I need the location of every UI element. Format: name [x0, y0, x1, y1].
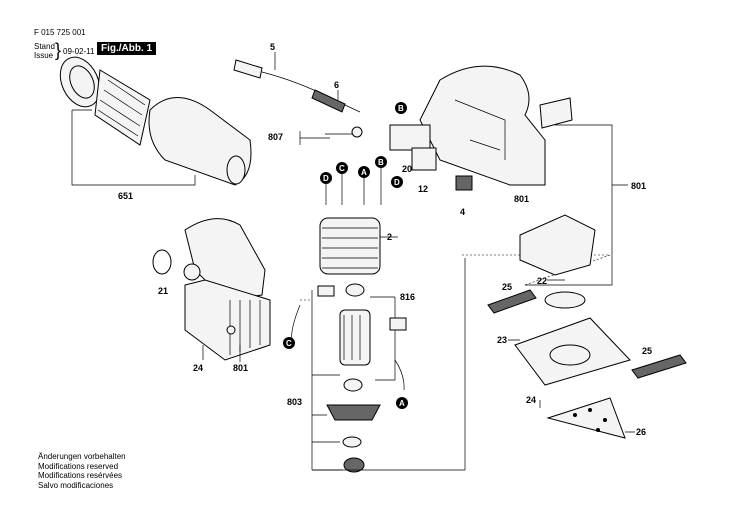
- modification-notes: Änderungen vorbehalten Modifications res…: [38, 452, 126, 490]
- field-coil: [319, 217, 381, 275]
- marker-d-left: D: [320, 172, 332, 184]
- part-number: F 015 725 001: [34, 28, 86, 37]
- callout-24-right: 24: [526, 395, 536, 405]
- brace: }: [55, 40, 62, 60]
- screws: [325, 168, 382, 205]
- callout-22: 22: [537, 276, 547, 286]
- callout-24-left: 24: [193, 363, 203, 373]
- svg-text:B: B: [378, 158, 384, 167]
- callout-20: 20: [402, 164, 412, 174]
- filter-cartridge: [94, 69, 151, 146]
- callout-816: 816: [400, 292, 415, 302]
- washer: [544, 291, 586, 309]
- note-es: Salvo modificaciones: [38, 480, 114, 490]
- callout-2: 2: [387, 232, 392, 242]
- svg-text:C: C: [286, 339, 292, 348]
- base-plate: [514, 317, 631, 386]
- stand-label: Stand: [34, 42, 55, 51]
- marker-c-bottom: C: [283, 337, 295, 349]
- o-ring: [152, 249, 172, 275]
- callout-23: 23: [497, 335, 507, 345]
- marker-a-bottom: A: [396, 397, 408, 409]
- power-cable: [233, 59, 363, 138]
- marker-b-mid: B: [375, 156, 387, 168]
- callout-21: 21: [158, 286, 168, 296]
- figure-label: Fig./Abb. 1: [97, 42, 157, 55]
- svg-text:C: C: [339, 164, 345, 173]
- marker-d-right: D: [391, 176, 403, 188]
- brush-holders: [291, 285, 407, 391]
- callout-25-right: 25: [642, 346, 652, 356]
- callout-12: 12: [418, 184, 428, 194]
- svg-text:D: D: [394, 178, 400, 187]
- label-plate: [539, 97, 573, 129]
- dust-box: [148, 97, 252, 186]
- callout-651: 651: [118, 191, 133, 201]
- issue-label: Issue: [34, 51, 54, 60]
- sanding-sheet: [546, 397, 626, 439]
- note-de: Änderungen vorbehalten: [38, 452, 126, 461]
- callout-807: 807: [268, 132, 283, 142]
- svg-text:A: A: [399, 399, 405, 408]
- note-en: Modifications reserved: [38, 461, 119, 471]
- note-fr: Modifications resérvées: [38, 471, 123, 480]
- callout-5: 5: [270, 42, 275, 52]
- callout-801-left: 801: [233, 363, 248, 373]
- armature: [326, 283, 381, 473]
- leader-651: [71, 109, 196, 186]
- marker-c-top: C: [336, 162, 348, 174]
- callout-4: 4: [460, 207, 465, 217]
- callout-25-left: 25: [502, 282, 512, 292]
- callout-6: 6: [334, 80, 339, 90]
- callout-803: 803: [287, 397, 302, 407]
- fan-guard: [519, 214, 596, 276]
- svg-text:D: D: [323, 174, 329, 183]
- callout-26: 26: [636, 427, 646, 437]
- marker-b-top: B: [395, 102, 407, 114]
- upper-housing: [419, 65, 546, 186]
- callout-801-right: 801: [631, 181, 646, 191]
- marker-a-top: A: [358, 166, 370, 178]
- motor-housing: [183, 218, 271, 361]
- svg-text:A: A: [361, 168, 367, 177]
- svg-text:B: B: [398, 104, 404, 113]
- dust-cap: [59, 56, 101, 108]
- switch-assembly: [389, 124, 473, 191]
- pad-holders: [487, 289, 687, 379]
- issue-date: 09-02-11: [63, 47, 95, 56]
- callout-801-upper: 801: [514, 194, 529, 204]
